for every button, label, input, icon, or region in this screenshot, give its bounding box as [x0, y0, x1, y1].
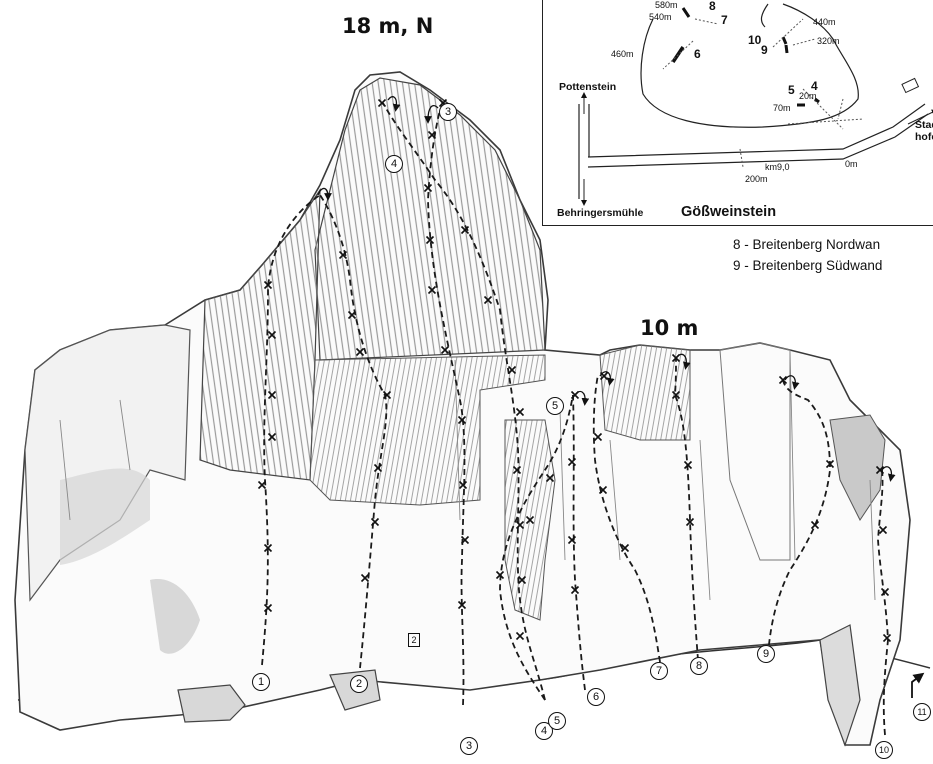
sector-label: 2 — [408, 633, 420, 647]
map-svg — [543, 0, 933, 226]
map-num-5: 5 — [788, 83, 795, 97]
map-num-4: 4 — [811, 79, 818, 93]
map-num-10: 10 — [748, 33, 761, 47]
route-number-4-top: 4 — [385, 155, 403, 173]
route-number-3-top: 3 — [439, 103, 457, 121]
map-main-road-2 — [588, 114, 928, 167]
location-map: 580m 540m 460m 440m 320m 20m 70m 0m 200m… — [542, 0, 933, 226]
map-label-km: km9,0 — [765, 162, 790, 172]
map-label-stadel: Stadel — [915, 119, 933, 131]
route-number-1: 1 — [252, 673, 270, 691]
main-wall-height-title: 18 m, N — [342, 14, 433, 38]
route-number-11: 11 — [913, 703, 931, 721]
map-label-behringersmuehle: Behringersmühle — [557, 207, 643, 219]
map-num-7: 7 — [721, 13, 728, 27]
map-label-pottenstein: Pottenstein — [559, 81, 616, 93]
map-label-200: 200m — [745, 174, 768, 184]
route-number-10: 10 — [875, 741, 893, 759]
map-main-road — [588, 104, 925, 157]
route-number-3: 3 — [460, 737, 478, 755]
map-num-9: 9 — [761, 43, 768, 57]
map-house — [902, 78, 918, 92]
map-town-name: Gößweinstein — [681, 204, 776, 220]
map-label-0: 0m — [845, 159, 858, 169]
map-label-70: 70m — [773, 103, 791, 113]
route-number-8: 8 — [690, 657, 708, 675]
map-label-440: 440m — [813, 17, 836, 27]
route-number-5-top: 5 — [546, 397, 564, 415]
legend-item-9: 9 - Breitenberg Südwand — [733, 258, 882, 273]
map-num-8: 8 — [709, 0, 716, 13]
map-num-6: 6 — [694, 47, 701, 61]
route-number-7: 7 — [650, 662, 668, 680]
route-number-9: 9 — [757, 645, 775, 663]
map-label-320: 320m — [817, 36, 840, 46]
map-label-460: 460m — [611, 49, 634, 59]
map-label-580: 580m — [655, 0, 678, 10]
right-wall-height-title: 10 m — [640, 316, 698, 340]
left-pillar — [200, 190, 320, 480]
route-number-6: 6 — [587, 688, 605, 706]
map-label-hofen: hofen — [915, 131, 933, 143]
route-11-arrow — [912, 676, 920, 698]
route-number-5: 5 — [548, 712, 566, 730]
map-crag-10-9 — [783, 37, 787, 53]
map-label-540: 540m — [649, 12, 672, 22]
route-number-2: 2 — [350, 675, 368, 693]
legend-item-8: 8 - Breitenberg Nordwan — [733, 237, 880, 252]
map-crag-8 — [683, 8, 689, 17]
